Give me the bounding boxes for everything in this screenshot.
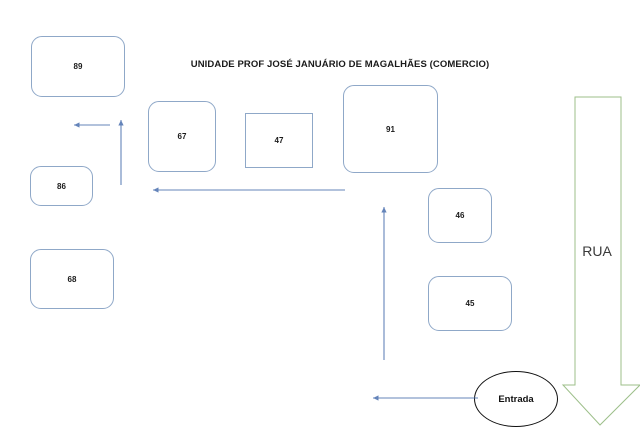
page-title: UNIDADE PROF JOSÉ JANUÁRIO DE MAGALHÃES … [190, 59, 490, 70]
building-box-46: 46 [428, 188, 492, 243]
building-box-47: 47 [245, 113, 313, 168]
building-box-68: 68 [30, 249, 114, 309]
building-box-67: 67 [148, 101, 216, 172]
building-box-label: 91 [386, 124, 395, 134]
street-label: RUA [582, 243, 612, 259]
building-box-91: 91 [343, 85, 438, 173]
building-box-label: 68 [67, 274, 77, 284]
building-box-label: 67 [177, 132, 187, 141]
building-box-label: 45 [465, 299, 475, 308]
building-box-89: 89 [31, 36, 125, 97]
entrance-node: Entrada [474, 371, 558, 427]
building-box-86: 86 [30, 166, 93, 206]
building-box-label: 46 [455, 211, 465, 220]
building-box-45: 45 [428, 276, 512, 331]
building-box-label: 89 [73, 62, 83, 71]
building-box-label: 86 [57, 181, 66, 191]
entrance-label: Entrada [498, 393, 534, 405]
building-box-label: 47 [274, 136, 284, 145]
